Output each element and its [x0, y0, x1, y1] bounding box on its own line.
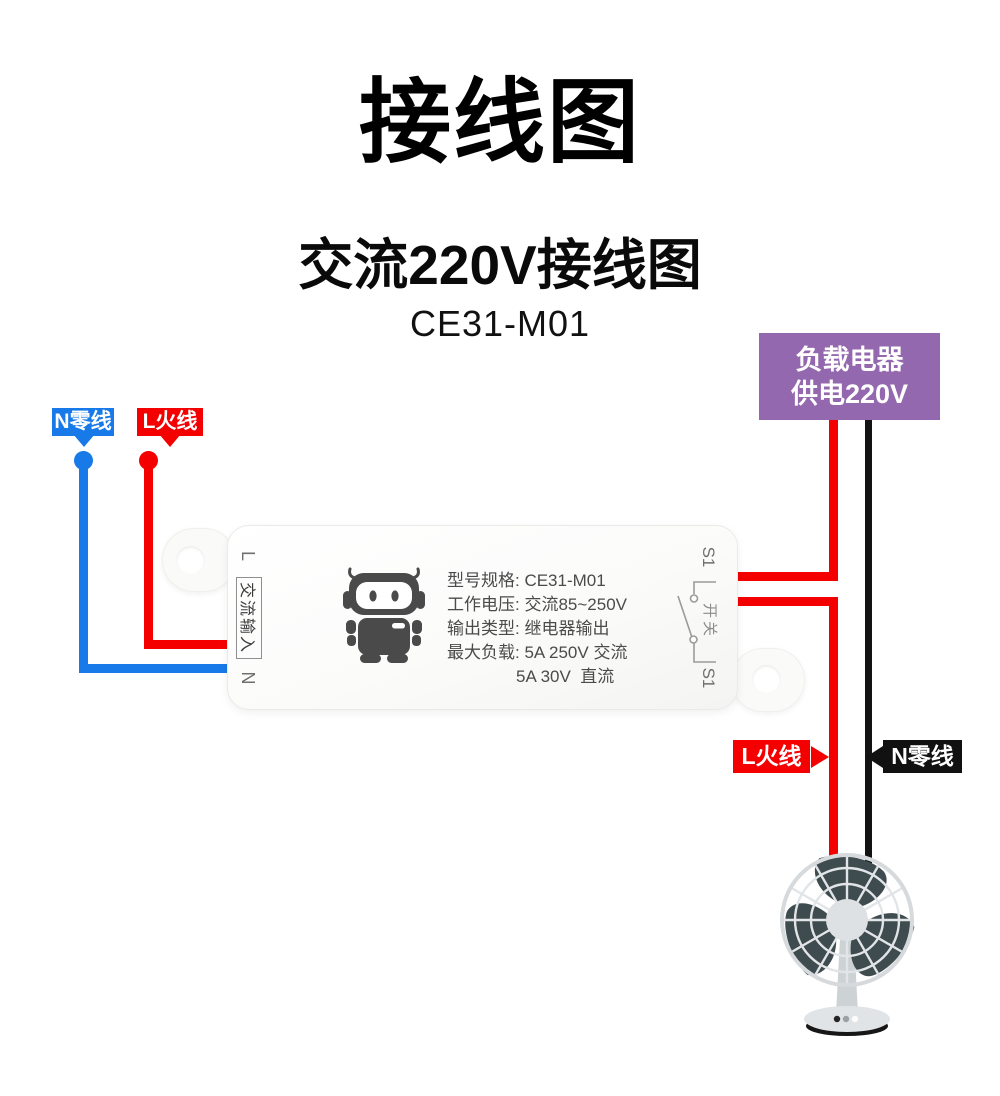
switch-label: 开关 [701, 602, 719, 639]
neutral-wire-vertical [79, 460, 88, 673]
input-live-tag: L火线 [137, 408, 203, 436]
output-neutral-tag-pointer [866, 746, 883, 768]
s1-top-wire-horizontal [738, 572, 838, 581]
spec-output-type: 输出类型: 继电器输出 [447, 619, 610, 638]
spec-max-load-dc: 5A 30V 直流 [516, 667, 615, 686]
device-specs: 型号规格: CE31-M01 工作电压: 交流85~250V 输出类型: 继电器… [447, 569, 627, 689]
load-appliance-box: 负载电器 供电220V [759, 333, 940, 420]
load-neutral-wire-vertical [865, 420, 872, 866]
terminal-s1-bottom-label: S1 [699, 667, 718, 689]
output-live-tag-label: L火线 [741, 743, 802, 769]
output-live-tag-pointer [811, 746, 829, 768]
load-box-line1: 负载电器 [795, 344, 904, 375]
spec-voltage: 工作电压: 交流85~250V [447, 595, 627, 614]
terminal-s1-top-label: S1 [699, 546, 718, 568]
output-live-tag: L火线 [733, 740, 810, 773]
load-box-line2: 供电220V [790, 378, 909, 409]
s1-bottom-wire-horizontal [738, 597, 838, 606]
ac-input-label: 交流输入 [236, 577, 262, 659]
output-neutral-tag: N零线 [883, 740, 962, 773]
input-live-tag-pointer [159, 434, 181, 447]
model-number: CE31-M01 [409, 303, 591, 344]
relay-switch-icon [677, 581, 716, 663]
live-wire-dot [139, 451, 158, 470]
input-live-tag-label: L火线 [142, 410, 198, 433]
s1-bottom-wire-vertical [829, 597, 838, 862]
fan-illustration [780, 853, 915, 1036]
spec-max-load-ac: 最大负载: 5A 250V 交流 [447, 643, 628, 662]
output-neutral-tag-label: N零线 [891, 743, 954, 769]
input-neutral-tag-pointer [73, 434, 95, 447]
robot-logo-icon [343, 567, 425, 663]
relay-module-body [227, 525, 738, 710]
neutral-wire-horizontal [79, 664, 228, 673]
mounting-hole-right [752, 665, 781, 694]
mounting-hole-left [176, 546, 205, 575]
neutral-wire-dot [74, 451, 93, 470]
diagram-subtitle: 交流220V接线图 [298, 234, 702, 296]
live-wire-vertical [144, 460, 153, 649]
terminal-n-label: N [238, 671, 259, 685]
terminal-l-label: L [238, 550, 259, 561]
page-title: 接线图 [358, 72, 641, 174]
input-neutral-tag: N零线 [52, 408, 114, 436]
s1-top-wire-vertical [829, 420, 838, 581]
spec-model: 型号规格: CE31-M01 [447, 571, 606, 590]
live-wire-horizontal [144, 640, 228, 649]
input-neutral-tag-label: N零线 [54, 410, 112, 433]
